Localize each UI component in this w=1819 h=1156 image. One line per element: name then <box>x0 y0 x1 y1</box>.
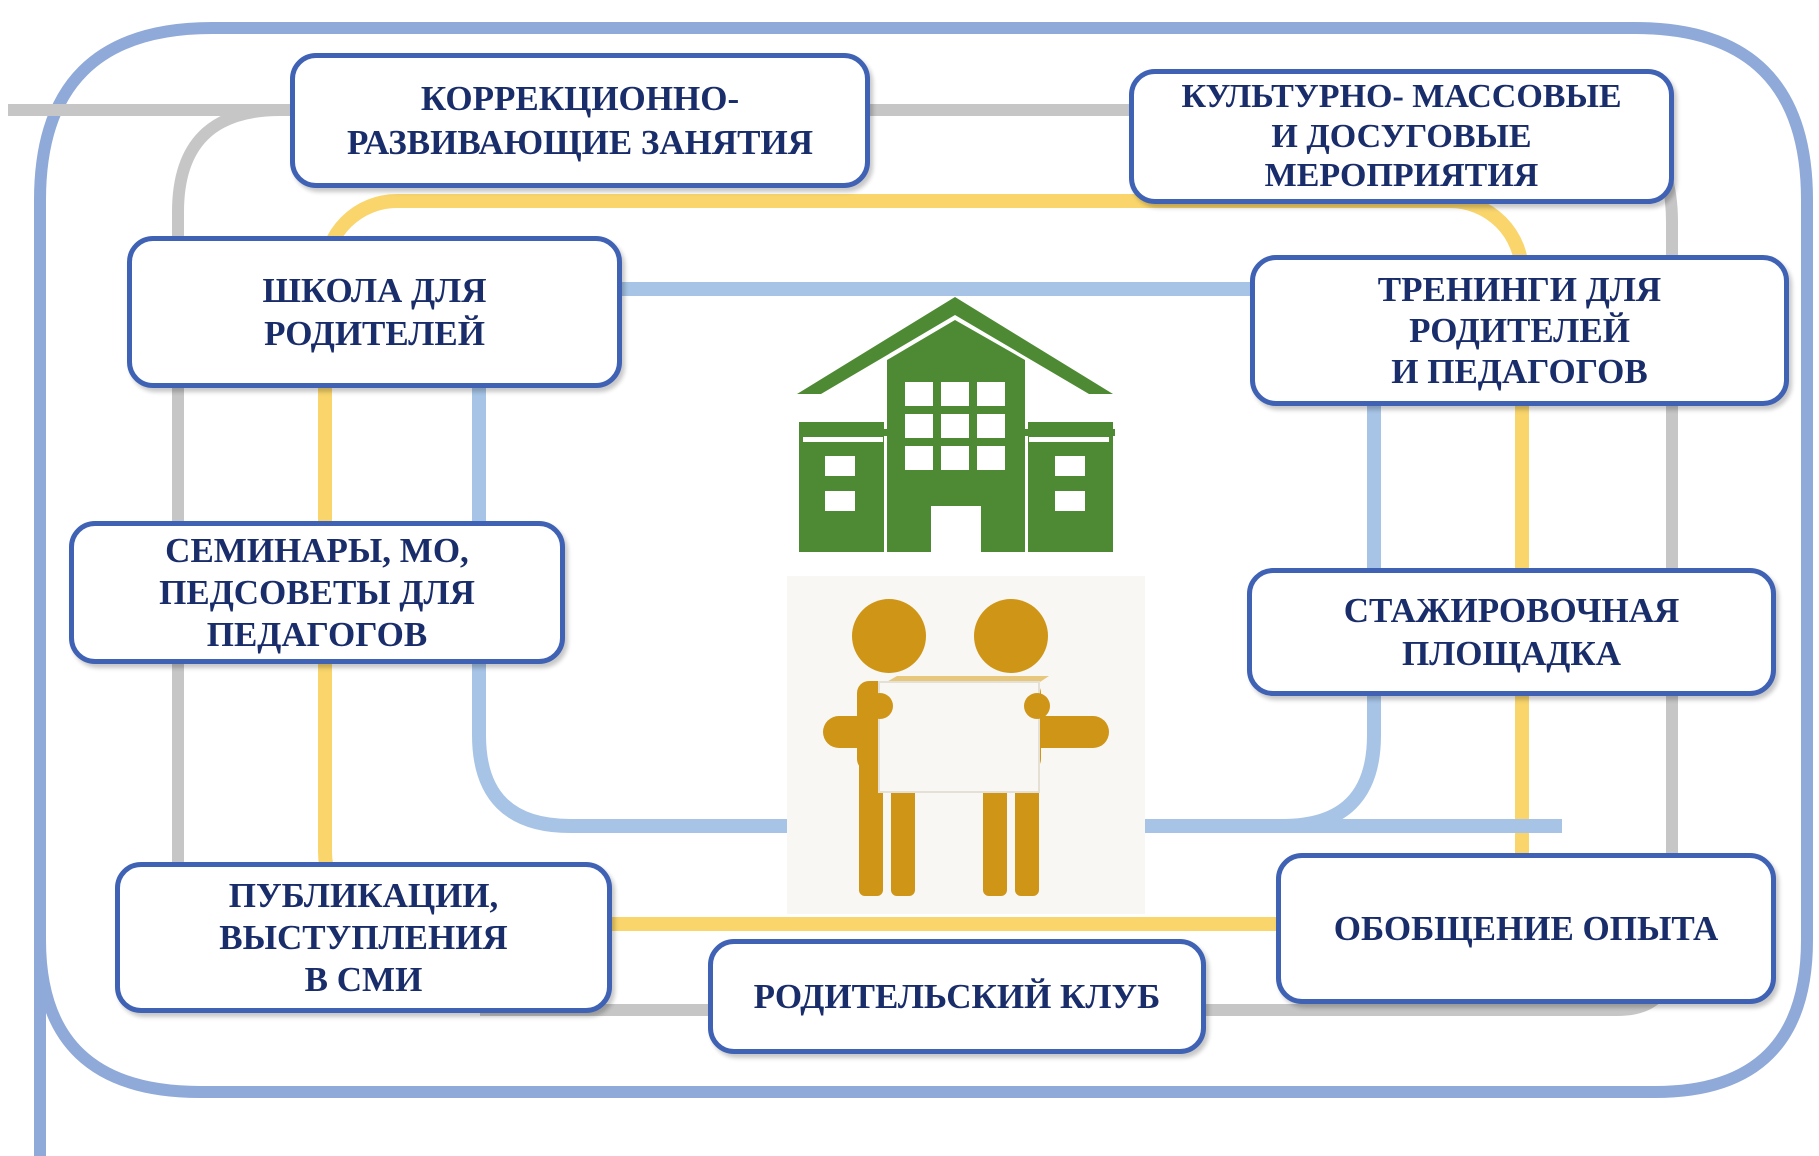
two-people-holding-sign-icon <box>823 599 1109 896</box>
node-line: КУЛЬТУРНО- МАССОВЫЕ <box>1181 78 1622 116</box>
node-line: ТРЕНИНГИ ДЛЯ <box>1377 269 1662 309</box>
node-publications: ПУБЛИКАЦИИ, ВЫСТУПЛЕНИЯ В СМИ <box>115 862 612 1013</box>
node-line: И ПЕДАГОГОВ <box>1391 352 1648 392</box>
node-line: РОДИТЕЛЕЙ <box>264 314 485 353</box>
node-line: МЕРОПРИЯТИЯ <box>1264 157 1539 195</box>
outer-frame <box>34 22 1813 1156</box>
node-line: СЕМИНАРЫ, МО, <box>165 530 469 570</box>
node-trainings: ТРЕНИНГИ ДЛЯ РОДИТЕЛЕЙ И ПЕДАГОГОВ <box>1250 255 1789 406</box>
node-line: И ДОСУГОВЫЕ <box>1271 117 1532 155</box>
node-parent-club: РОДИТЕЛЬСКИЙ КЛУБ <box>708 939 1206 1054</box>
node-seminars: СЕМИНАРЫ, МО, ПЕДСОВЕТЫ ДЛЯ ПЕДАГОГОВ <box>69 521 565 664</box>
node-line: СТАЖИРОВОЧНАЯ <box>1343 590 1680 630</box>
node-line: В СМИ <box>304 959 423 999</box>
node-line: ПЛОЩАДКА <box>1402 634 1621 673</box>
node-cultural-events: КУЛЬТУРНО- МАССОВЫЕ И ДОСУГОВЫЕ МЕРОПРИЯ… <box>1129 69 1674 204</box>
node-parent-school: ШКОЛА ДЛЯ РОДИТЕЛЕЙ <box>127 236 622 388</box>
node-line: РОДИТЕЛЬСКИЙ КЛУБ <box>753 976 1161 1016</box>
node-line: КОРРЕКЦИОННО- <box>420 79 740 119</box>
gray-track-left <box>172 104 281 985</box>
node-line: ОБОБЩЕНИЕ ОПЫТА <box>1333 908 1719 948</box>
node-line: ПУБЛИКАЦИИ, <box>228 875 499 915</box>
node-line: РАЗВИВАЮЩИЕ ЗАНЯТИЯ <box>346 122 814 162</box>
node-correctional-classes: КОРРЕКЦИОННО- РАЗВИВАЮЩИЕ ЗАНЯТИЯ <box>290 53 870 188</box>
node-line: ПЕДСОВЕТЫ ДЛЯ <box>159 572 475 612</box>
node-line: ВЫСТУПЛЕНИЯ <box>219 917 508 957</box>
node-line: РОДИТЕЛЕЙ <box>1409 310 1630 350</box>
node-experience-summary: ОБОБЩЕНИЕ ОПЫТА <box>1276 853 1776 1004</box>
node-line: ШКОЛА ДЛЯ <box>262 270 487 310</box>
node-internship-site: СТАЖИРОВОЧНАЯ ПЛОЩАДКА <box>1247 568 1776 696</box>
school-building-icon <box>797 297 1115 552</box>
node-line: ПЕДАГОГОВ <box>206 614 428 654</box>
